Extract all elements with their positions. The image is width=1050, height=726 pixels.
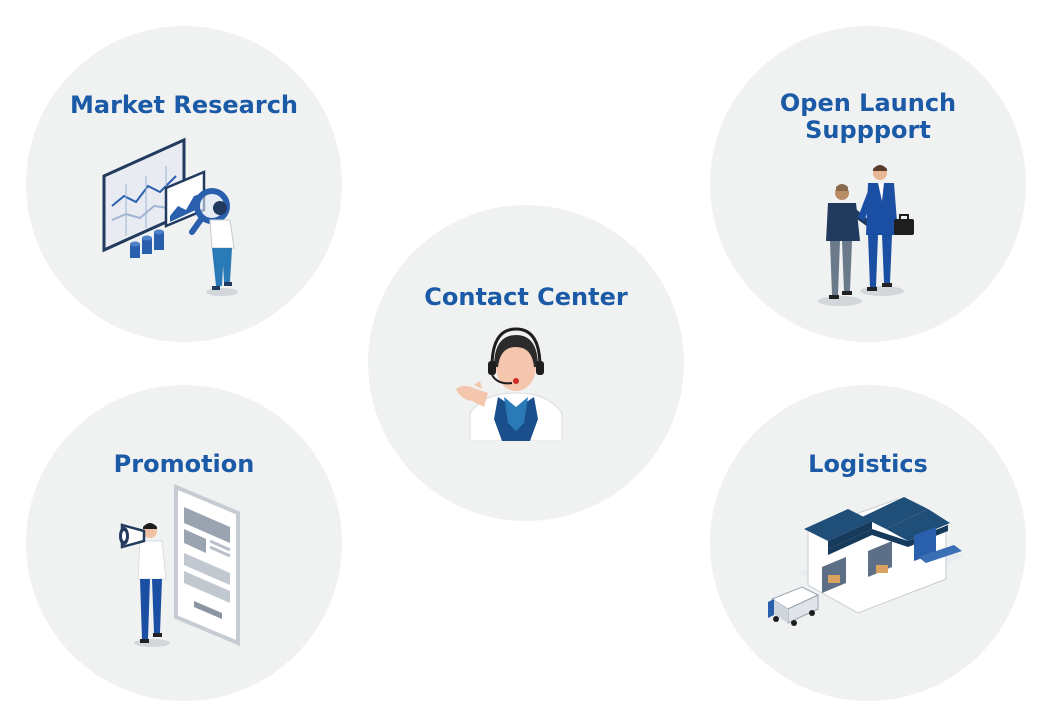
megaphone-illustration xyxy=(119,483,240,647)
service-title: Market Research xyxy=(70,91,298,119)
service-title: Contact Center xyxy=(424,283,628,311)
warehouse-truck-illustration xyxy=(768,497,964,626)
service-title: Promotion xyxy=(113,450,255,478)
service-logistics: Logistics xyxy=(710,385,1026,701)
service-open-launch-support: Open Launch Suppport xyxy=(710,26,1026,342)
market-research-illustration xyxy=(102,137,238,296)
operator-headset-illustration xyxy=(456,327,563,441)
service-contact-center: Contact Center xyxy=(368,205,684,521)
business-handshake-illustration xyxy=(818,165,914,306)
service-title: Open Launch Suppport xyxy=(779,89,957,144)
service-promotion: Promotion xyxy=(26,385,342,701)
service-market-research: Market Research xyxy=(26,26,342,342)
service-title: Logistics xyxy=(808,450,928,478)
